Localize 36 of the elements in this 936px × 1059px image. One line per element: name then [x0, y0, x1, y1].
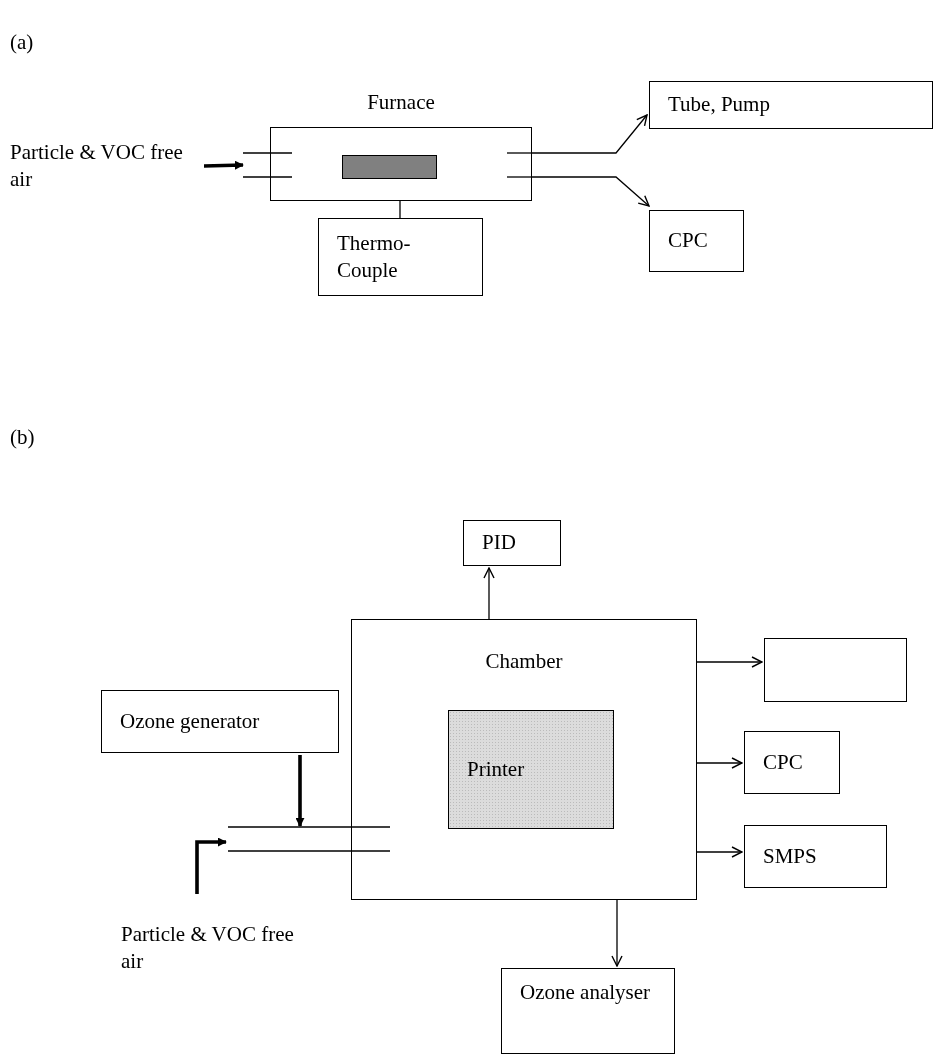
instrument-box: [649, 81, 933, 129]
box-label: Printer: [467, 755, 525, 783]
box-label: PID: [482, 529, 516, 557]
arrow: [696, 656, 763, 668]
box-label: Thermo-Couple: [337, 229, 412, 284]
instrument-box: [318, 218, 483, 296]
box-label: CPC: [763, 748, 803, 776]
instrument-box: [501, 968, 675, 1054]
inlet-label: Particle & VOC free air: [10, 138, 184, 193]
box-label: Tube, Pump: [668, 91, 770, 119]
instrument-box: [649, 210, 744, 272]
connector-line: [399, 200, 401, 219]
inlet-label: Particle & VOC free air: [121, 920, 295, 975]
arrow: [295, 755, 305, 827]
instrument-box: [463, 520, 561, 566]
arrow: [195, 837, 227, 894]
box-label: CPC: [668, 227, 708, 255]
instrument-box: [744, 825, 887, 888]
arrow: [203, 160, 244, 170]
panel-label: (a): [10, 30, 34, 55]
printer-box: [448, 710, 614, 829]
panel-label: (b): [10, 425, 35, 450]
arrow: [696, 846, 743, 858]
box-heading: Furnace: [366, 90, 436, 115]
arrow: [531, 114, 648, 154]
arrow: [531, 176, 650, 207]
chamber-box: [351, 619, 697, 900]
box-label: Chamber: [485, 648, 563, 675]
arrow: [483, 567, 495, 620]
box-label: SMPS: [763, 842, 817, 870]
instrument-box: [101, 690, 339, 753]
arrow: [611, 899, 623, 967]
box-label: Ozone analyser: [520, 979, 651, 1006]
instrument-box: [744, 731, 840, 794]
box-label: Ozone generator: [120, 707, 260, 735]
arrow: [696, 757, 743, 769]
